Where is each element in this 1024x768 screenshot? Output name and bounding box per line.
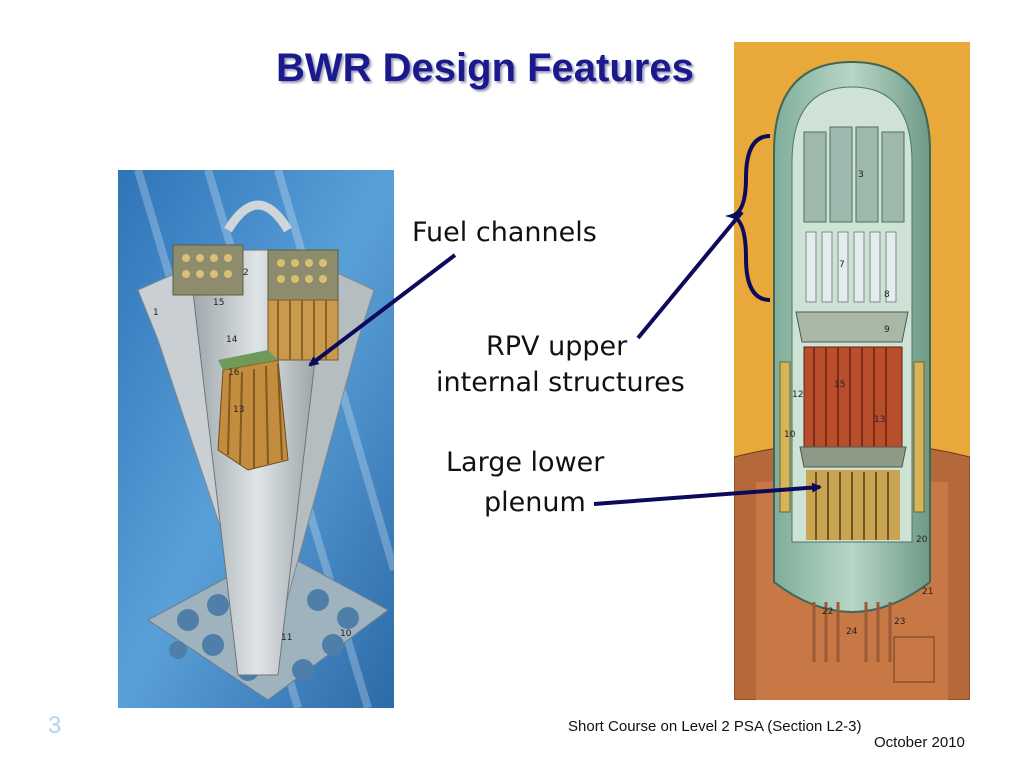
right-callout-10: 10 — [784, 430, 796, 440]
right-callout-13: 13 — [874, 415, 885, 425]
footer-course-title: Short Course on Level 2 PSA (Section L2-… — [568, 718, 862, 735]
footer-date: October 2010 — [874, 734, 965, 751]
fuel-assembly-illustration: 1 2 15 14 16 13 11 10 — [118, 170, 394, 708]
label-fuel-channels: Fuel channels — [412, 217, 597, 248]
left-callout-14: 14 — [226, 335, 238, 345]
rpv-cutaway-illustration: 3 7 8 9 15 12 13 10 20 21 22 24 23 — [734, 42, 970, 700]
right-callout-23: 23 — [894, 617, 905, 627]
right-callout-21: 21 — [922, 587, 933, 597]
right-callout-9: 9 — [884, 325, 890, 335]
label-lower-plenum-line1: Large lower — [446, 447, 605, 478]
right-callout-7: 7 — [839, 260, 845, 270]
right-callout-3: 3 — [858, 170, 864, 180]
left-callout-2: 2 — [243, 268, 249, 278]
right-callout-22: 22 — [822, 607, 833, 617]
left-callout-10: 10 — [340, 629, 352, 639]
arrow-rpv-upper — [636, 210, 744, 340]
right-callout-12: 12 — [792, 390, 803, 400]
right-callout-15: 15 — [834, 380, 845, 390]
right-callout-20: 20 — [916, 535, 928, 545]
left-callout-16: 16 — [228, 368, 240, 378]
left-callout-11: 11 — [281, 633, 292, 643]
label-lower-plenum-line2: plenum — [484, 487, 586, 518]
right-callout-24: 24 — [846, 627, 858, 637]
left-callout-15: 15 — [213, 298, 224, 308]
label-rpv-upper-line1: RPV upper — [486, 331, 628, 362]
label-rpv-upper-line2: internal structures — [436, 367, 685, 398]
slide-title: BWR Design Features — [276, 46, 694, 90]
slide-number: 3 — [48, 712, 62, 739]
left-callout-1: 1 — [153, 308, 159, 318]
right-callout-8: 8 — [884, 290, 890, 300]
left-callout-13: 13 — [233, 405, 244, 415]
